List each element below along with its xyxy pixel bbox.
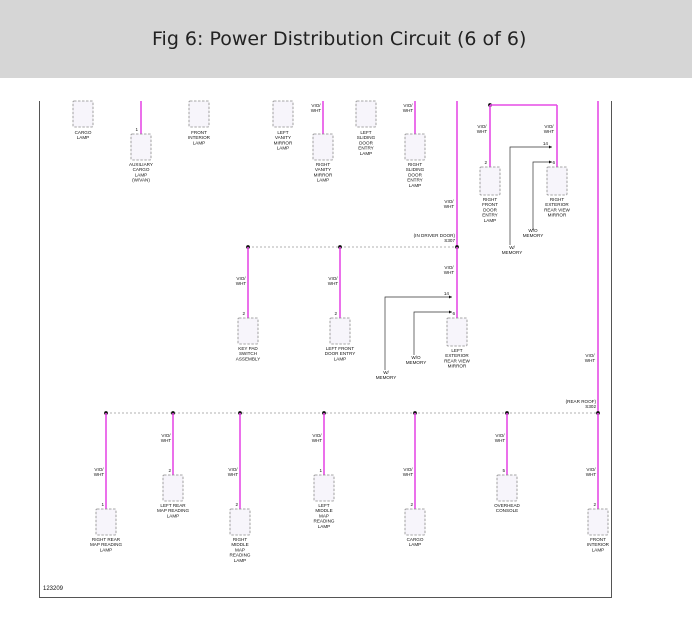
cargo-lamp-top-box [72, 100, 94, 128]
left-ext-mirror-wire-label: VIO/WHT [444, 265, 455, 275]
far-right-feed-label: VIO/WHT [585, 353, 596, 363]
left-mirror-wo-memory-lead [413, 311, 452, 355]
front-interior-bottom-pin: 2 [593, 502, 596, 507]
right-ext-mirror-pin-14: 14 [543, 141, 549, 146]
left-front-door-pin: 2 [334, 311, 337, 316]
left-rear-map-box [162, 474, 184, 502]
right-front-door-pin: 2 [484, 160, 487, 165]
left-middle-map-wire-label: VIO/WHT [312, 433, 323, 443]
driver-door-splice-label: (IN DRIVER DOOR)S307 [414, 233, 456, 243]
left-rear-map-pin: 2 [168, 468, 171, 473]
overhead-console-wire-label: VIO/WHT [495, 433, 506, 443]
driver-door-feed-label: VIO/WHT [444, 199, 455, 209]
front-interior-bottom-box [587, 508, 609, 536]
left-front-door-wire-label: VIO/WHT [328, 276, 339, 286]
right-mirror-w-memory-label: W/MEMORY [502, 245, 523, 255]
right-vanity-box [312, 133, 334, 161]
right-vanity-wire-label: VIO/WHT [311, 103, 322, 113]
page-title: Fig 6: Power Distribution Circuit (6 of … [152, 28, 527, 50]
aux-cargo-pin: 1 [135, 127, 138, 132]
left-middle-map-pin: 1 [319, 468, 322, 473]
right-middle-map-wire-label: VIO/WHT [228, 467, 239, 477]
front-interior-bottom-wire-label: VIO/WHT [586, 467, 597, 477]
left-mirror-wo-memory-arrow [449, 310, 452, 314]
key-pad-wire-label: VIO/WHT [236, 276, 247, 286]
left-mirror-w-memory-arrow [449, 295, 452, 299]
left-front-door-box [329, 317, 351, 345]
cargo-lamp-bottom-box [404, 508, 426, 536]
right-mirror-wo-memory-lead [532, 161, 552, 230]
right-middle-map-pin: 2 [235, 502, 238, 507]
rear-roof-splice-label: (REAR ROOF)S302 [566, 399, 597, 409]
left-mirror-w-memory-lead [384, 296, 452, 370]
right-sliding-box [404, 133, 426, 161]
diagram-frame [39, 101, 612, 598]
right-front-door-box [479, 166, 501, 196]
left-ext-mirror-pin-14: 14 [444, 291, 450, 296]
left-ext-mirror-pin-6: 6 [452, 311, 455, 316]
header-bar: Fig 6: Power Distribution Circuit (6 of … [0, 0, 692, 78]
left-ext-mirror-box [446, 317, 468, 347]
left-sliding-box [355, 100, 377, 128]
right-rear-map-box [95, 508, 117, 536]
right-ext-mirror-wire-label: VIO/WHT [544, 124, 555, 134]
figure-id: 123209 [43, 586, 64, 592]
right-mirror-w-memory-lead [509, 146, 552, 245]
key-pad-box [237, 317, 259, 345]
right-mirror-wo-memory-arrow [549, 160, 552, 164]
front-interior-top-box [188, 100, 210, 128]
right-mirror-w-memory-arrow [549, 145, 552, 149]
cargo-lamp-bottom-pin: 2 [410, 502, 413, 507]
key-pad-pin: 2 [242, 311, 245, 316]
left-mirror-w-memory-label: W/MEMORY [376, 370, 397, 380]
right-ext-mirror-box [546, 166, 568, 196]
right-middle-map-box [229, 508, 251, 536]
right-rear-map-pin: 1 [101, 502, 104, 507]
right-sliding-wire-label: VIO/WHT [403, 103, 414, 113]
right-ext-mirror-pin-6: 6 [552, 160, 555, 165]
cargo-lamp-bottom-wire-label: VIO/WHT [403, 467, 414, 477]
left-middle-map-box [313, 474, 335, 502]
left-vanity-box [272, 100, 294, 128]
overhead-console-pin: 5 [502, 468, 505, 473]
left-rear-map-wire-label: VIO/WHT [161, 433, 172, 443]
right-front-door-wire-label: VIO/WHT [477, 124, 488, 134]
right-rear-map-wire-label: VIO/WHT [94, 467, 105, 477]
overhead-console-box [496, 474, 518, 502]
aux-cargo-box [130, 133, 152, 161]
